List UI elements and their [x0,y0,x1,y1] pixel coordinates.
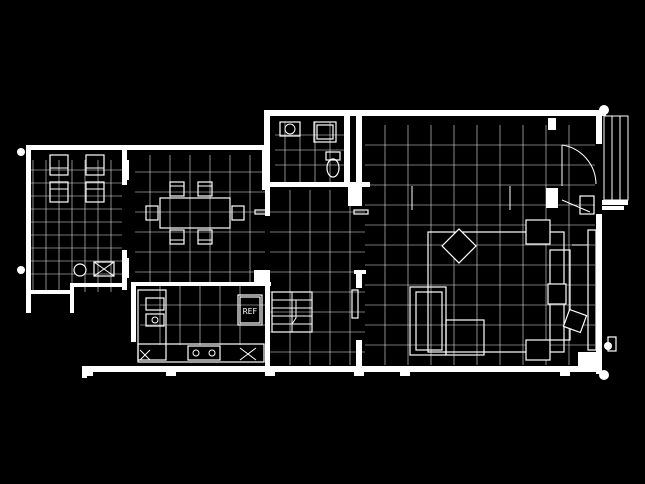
coffee-table [441,228,477,264]
columns [17,105,612,380]
tv-cabinet [572,229,597,351]
kitchen-counter [137,289,265,363]
walls [26,110,606,378]
balcony-plant [73,261,115,277]
armchairs [525,219,588,361]
dining-table [145,181,245,245]
living-tile-grid [365,125,595,365]
doors [561,144,597,215]
refrigerator: REF [237,294,263,326]
balcony-chairs [49,154,105,203]
stairs [271,291,313,333]
refrigerator-label: REF [243,307,258,316]
partition-marks [254,186,617,352]
right-window [602,115,629,210]
corridor-tile-grid [270,190,365,365]
bathroom-fixtures [279,121,341,178]
